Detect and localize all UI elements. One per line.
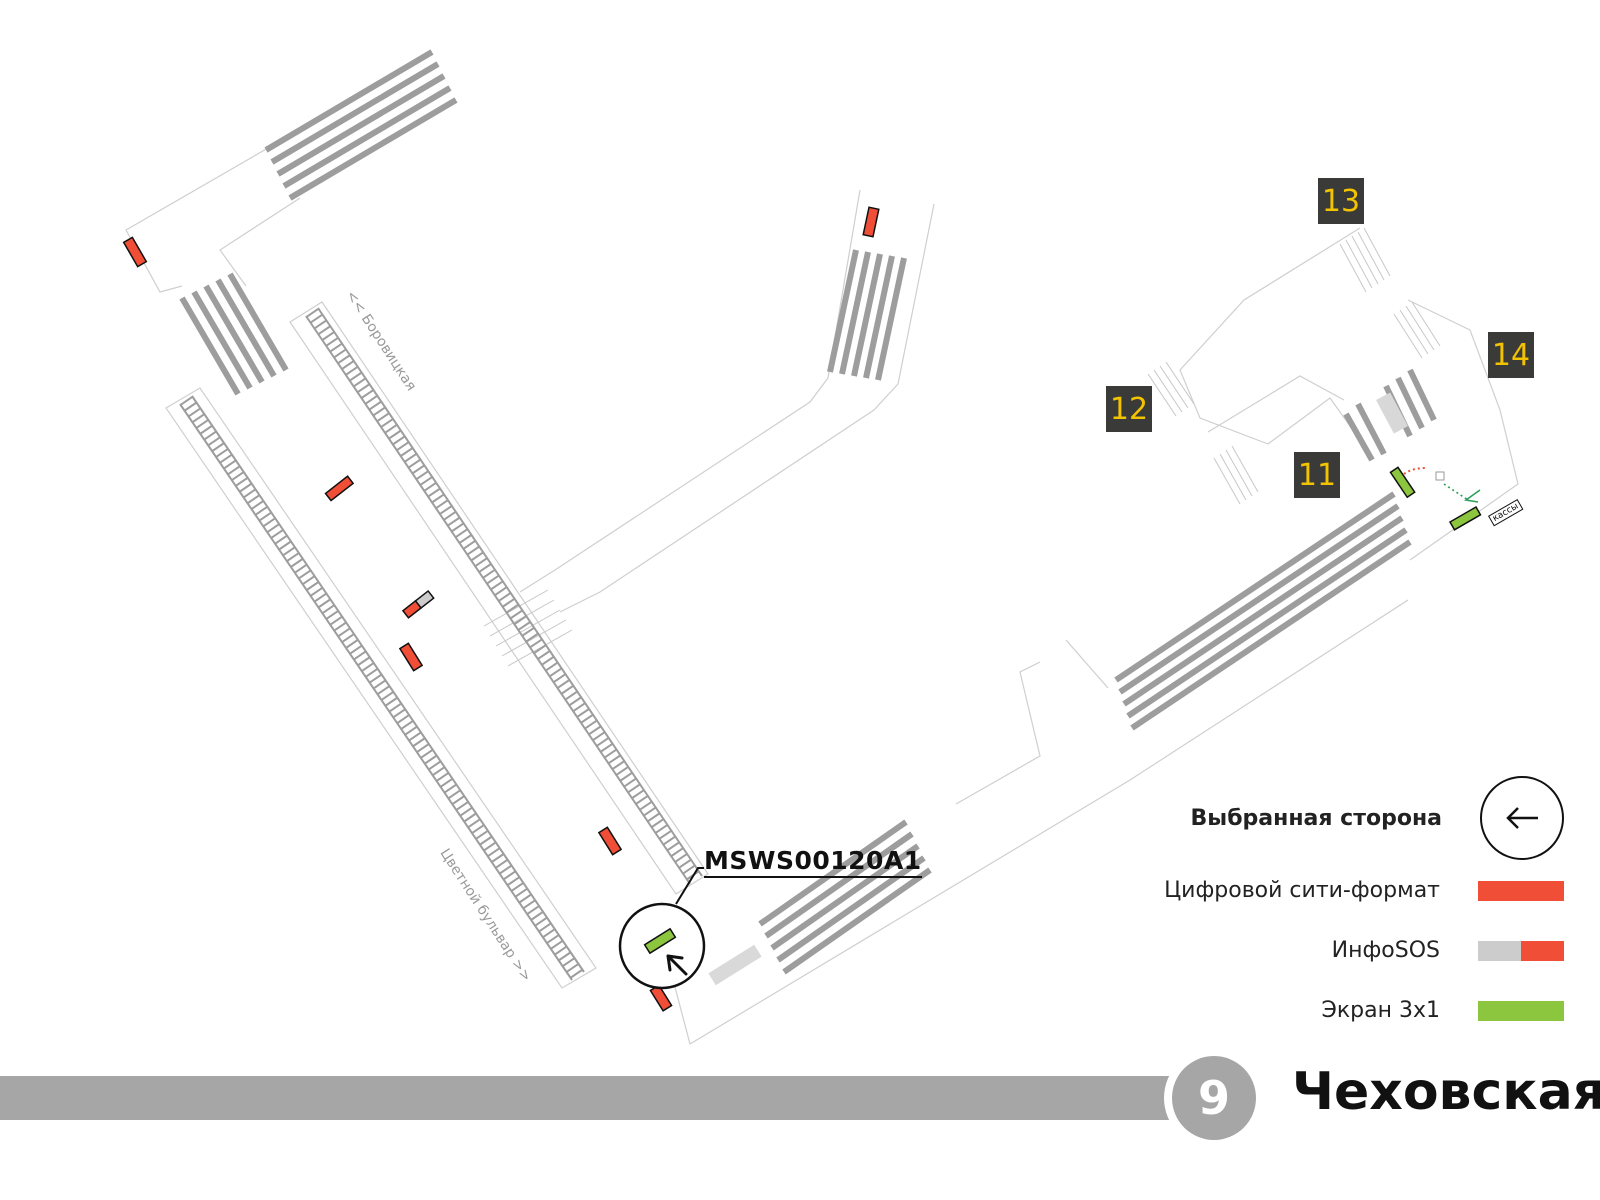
legend-selected-side-label: Выбранная сторона [1190, 805, 1442, 831]
corridor-outlines [125, 147, 1519, 1045]
direction-hints [1403, 467, 1481, 503]
infosos-marker [401, 589, 435, 619]
legend-selected-side: Выбранная сторона [1191, 776, 1564, 860]
screen-markers [1389, 466, 1482, 531]
city-format-marker [597, 826, 623, 856]
legend-digital-city-swatch [1478, 880, 1564, 901]
selected-side-circle-icon [1480, 776, 1564, 860]
track-right [305, 307, 703, 885]
infosos-panel-gray [708, 944, 762, 986]
legend-infosos: ИнфоSOS [1332, 938, 1564, 963]
city-format-marker [122, 236, 148, 268]
view-direction-arrow-icon [666, 954, 688, 976]
escalators [179, 49, 1437, 975]
selected-place [618, 867, 706, 990]
screen-marker [1448, 506, 1482, 531]
exit-11-badge: 11 [1294, 452, 1340, 498]
selected-screen-marker [643, 927, 677, 955]
exit-14-badge: 14 [1488, 332, 1534, 378]
city-format-marker [862, 206, 880, 238]
stairs-exit-14 [1393, 301, 1441, 359]
legend-digital-city: Цифровой сити-формат [1164, 878, 1564, 903]
stairs [483, 227, 1441, 667]
escalator-left-upper [179, 272, 289, 396]
escalator-top-left [264, 49, 458, 201]
legend-screen-label: Экран 3х1 [1321, 998, 1441, 1023]
digital-city-markers [122, 206, 880, 1012]
arrow-icon [1463, 489, 1481, 503]
tracks [179, 307, 703, 981]
stairs-exit-11 [1213, 445, 1259, 505]
escalator-top-middle [827, 249, 907, 381]
screen-marker [1389, 466, 1416, 499]
stairs-exit-12 [1147, 361, 1195, 417]
escalator-long-right [1114, 491, 1412, 731]
city-format-marker [324, 475, 355, 502]
stairs-exit-13 [1339, 227, 1391, 293]
station-name: Чеховская [1292, 1062, 1600, 1122]
callout-line [675, 867, 704, 905]
exit-12-badge: 12 [1106, 386, 1152, 432]
exit-13-badge: 13 [1318, 178, 1364, 224]
door-icon [1435, 471, 1445, 481]
arrow-left-icon [1506, 807, 1538, 829]
legend-infosos-swatch [1478, 940, 1564, 961]
track-left [179, 395, 585, 981]
stairs-platform-crossing [483, 589, 573, 667]
place-code-label: MSWS00120A1 [704, 846, 922, 878]
legend-screen: Экран 3х1 [1321, 998, 1564, 1023]
legend-infosos-label: ИнфоSOS [1331, 938, 1440, 963]
metro-line-bar [0, 1076, 1170, 1120]
legend-digital-city-label: Цифровой сити-формат [1164, 878, 1440, 903]
city-format-marker [398, 642, 424, 672]
escalator-vestibule [1343, 368, 1437, 462]
escalator-gap [1376, 392, 1408, 434]
line-number-badge: 9 [1172, 1056, 1256, 1140]
escalator-bottom [758, 819, 932, 975]
legend-screen-swatch [1478, 1000, 1564, 1021]
